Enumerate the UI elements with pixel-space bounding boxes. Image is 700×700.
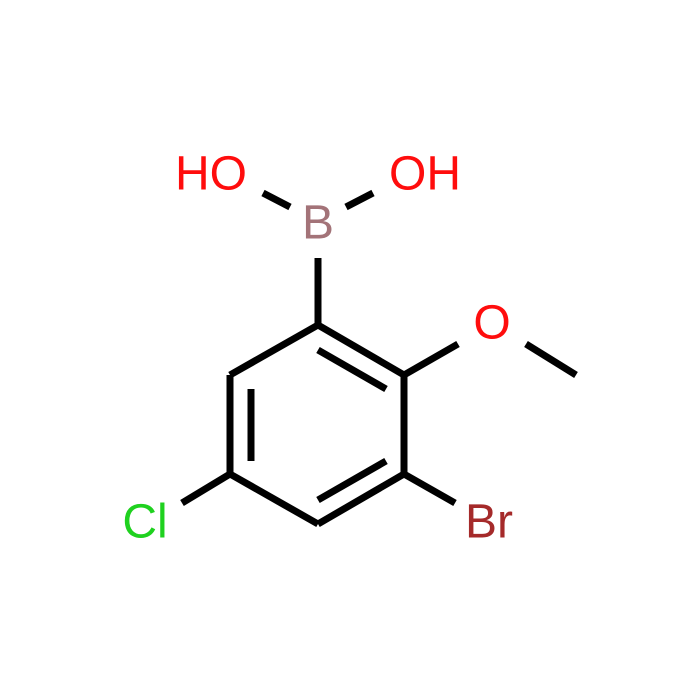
bond-c5-chlorine	[180, 471, 232, 506]
hydroxyl-left-label: HO	[175, 148, 247, 201]
methoxy-oxygen-label: O	[473, 297, 510, 350]
bromine-label: Br	[465, 496, 513, 549]
ring-bond-c1-c2	[316, 321, 406, 379]
double-bond-inner-c3-c4	[316, 457, 388, 504]
double-bond-inner-c1-c2	[316, 346, 388, 393]
ring-bond-c3-c4	[316, 470, 406, 528]
hydroxyl-right-label: OH	[389, 148, 461, 201]
bond-methoxy-oxygen-methyl	[524, 341, 578, 378]
bond-boron-oh-left	[261, 189, 292, 211]
ring-bond-c6-c1	[228, 321, 320, 379]
boron-label: B	[302, 197, 334, 250]
chlorine-label: Cl	[122, 496, 167, 549]
bond-c2-methoxy-oxygen	[402, 340, 460, 379]
bond-boron-oh-right	[344, 189, 375, 211]
ring-bond-c4-c5	[228, 470, 320, 528]
bond-c3-bromine	[402, 470, 457, 507]
